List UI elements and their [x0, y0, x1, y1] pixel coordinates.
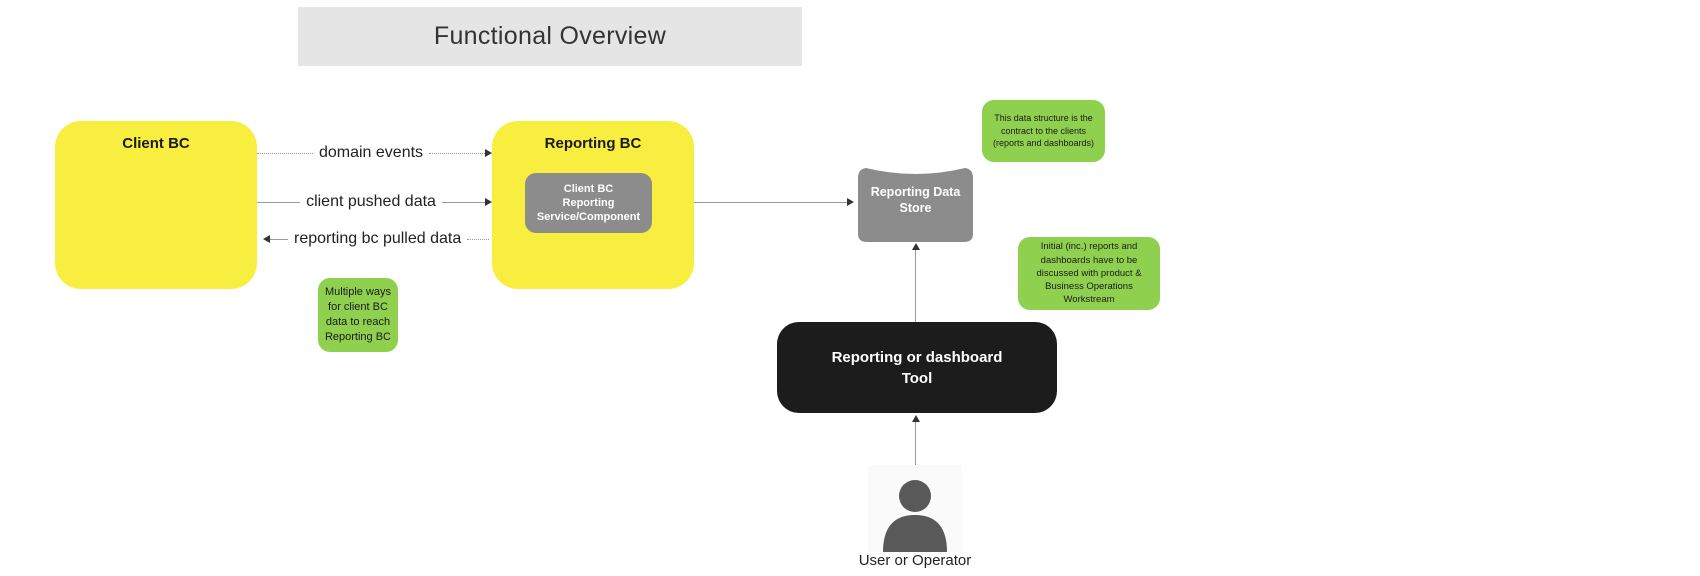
- user-label: User or Operator: [858, 552, 972, 569]
- connector-reportingbc-datastore: [694, 192, 854, 212]
- sticky-note-multiple-ways-text: Multiple ways for client BC data to reac…: [324, 286, 392, 343]
- connector-tool-datastore: [911, 243, 920, 322]
- client-bc-label: Client BC: [122, 135, 190, 152]
- arrow-reporting-bc-pulled-data: reporting bc pulled data: [263, 229, 489, 249]
- solid-line: [915, 422, 916, 465]
- dotted-line: [257, 152, 313, 154]
- arrow-domain-events: domain events: [257, 143, 492, 163]
- page-title: Functional Overview: [433, 22, 667, 50]
- sticky-note-multiple-ways[interactable]: Multiple ways for client BC data to reac…: [318, 278, 398, 352]
- solid-line: [915, 250, 916, 322]
- solid-line: [441, 201, 485, 203]
- arrowhead-left-icon: [263, 235, 270, 243]
- arrow-label-reporting-bc-pulled-data: reporting bc pulled data: [294, 230, 462, 247]
- sticky-note-contract[interactable]: This data structure is the contract to t…: [982, 100, 1105, 162]
- sticky-note-initial-reports-text: Initial (inc.) reports and dashboards ha…: [1036, 241, 1142, 306]
- solid-line: [270, 238, 288, 240]
- connector-user-tool: [911, 415, 920, 465]
- dotted-line: [429, 152, 485, 154]
- arrowhead-up-icon: [911, 243, 920, 250]
- client-bc-box[interactable]: Client BC: [55, 121, 257, 289]
- arrowhead-right-icon: [485, 149, 492, 157]
- reporting-bc-label: Reporting BC: [544, 135, 642, 152]
- arrow-label-domain-events: domain events: [318, 144, 424, 161]
- person-icon: [883, 480, 947, 552]
- arrow-label-client-pushed-data: client pushed data: [306, 193, 436, 210]
- arrowhead-up-icon: [911, 415, 920, 422]
- arrow-client-pushed-data: client pushed data: [257, 192, 492, 212]
- reporting-dashboard-tool-box[interactable]: Reporting or dashboard Tool: [777, 322, 1057, 413]
- solid-line: [257, 201, 301, 203]
- title-bar: Functional Overview: [298, 7, 802, 66]
- arrowhead-right-icon: [485, 198, 492, 206]
- reporting-data-store[interactable]: Reporting Data Store: [858, 162, 973, 242]
- data-store-label: Reporting Data Store: [870, 185, 961, 216]
- arrowhead-right-icon: [847, 198, 854, 206]
- reporting-bc-box[interactable]: Reporting BC Client BC Reporting Service…: [492, 121, 694, 289]
- dotted-line: [467, 238, 489, 240]
- solid-line: [694, 201, 847, 203]
- sticky-note-initial-reports[interactable]: Initial (inc.) reports and dashboards ha…: [1018, 237, 1160, 310]
- sticky-note-contract-text: This data structure is the contract to t…: [992, 113, 1095, 149]
- client-bc-reporting-component-box[interactable]: Client BC Reporting Service/Component: [525, 173, 652, 233]
- user-figure[interactable]: [868, 465, 962, 552]
- data-store-shape-icon: [858, 168, 973, 242]
